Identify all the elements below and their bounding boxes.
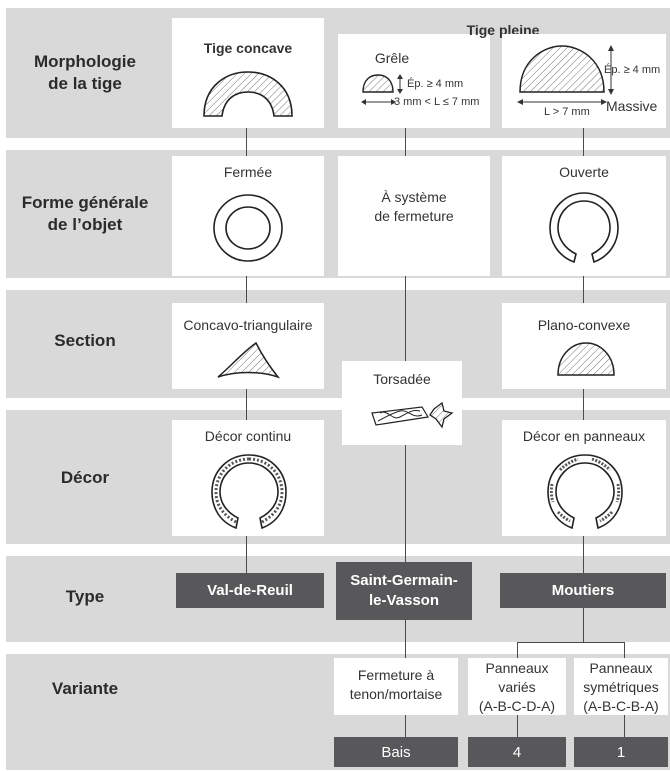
variant-fermeture: Fermeture à tenon/mortaise — [334, 658, 458, 715]
connector-left-3 — [246, 388, 247, 420]
row-label-morphologie: Morphologie de la tige — [34, 52, 136, 93]
box-torsadee: Torsadée — [342, 361, 462, 445]
box-decor-panneaux: Décor en panneaux — [502, 420, 666, 536]
connector-mid-2 — [405, 275, 406, 361]
grele-label: Grêle — [374, 50, 410, 66]
connector-left-2 — [246, 275, 247, 303]
connector-mid-3 — [405, 444, 406, 573]
open-ring-drawing — [549, 192, 619, 264]
box-fermee: Fermée — [172, 156, 324, 276]
concave-stem-drawing — [203, 71, 293, 117]
connector-mid-5 — [405, 715, 406, 737]
systeme-label: À système de fermeture — [374, 189, 454, 224]
variant-panneaux-symetriques: Panneaux symétriques (A-B-C-B-A) — [574, 658, 668, 715]
connector-left-4 — [246, 535, 247, 573]
variant-panneaux-varies: Panneaux variés (A-B-C-D-A) — [468, 658, 566, 715]
fermee-label: Fermée — [223, 164, 273, 180]
box-ouverte: Ouverte — [502, 156, 666, 276]
decor-panneaux-label: Décor en panneaux — [522, 428, 646, 444]
box-decor-continu: Décor continu — [172, 420, 324, 536]
connector-right-4 — [583, 535, 584, 573]
box-concavo: Concavo-triangulaire — [172, 303, 324, 389]
connector-variant-right — [624, 642, 625, 658]
box-tige-massive: Ép. ≥ 4 mm L > 7 mm Massive — [502, 34, 666, 128]
type-moutiers: Moutiers — [500, 573, 666, 608]
box-tige-concave: Tige concave — [172, 18, 324, 128]
connector-mid-4 — [405, 620, 406, 658]
panel-decor-drawing — [547, 454, 623, 530]
box-plano: Plano-convexe — [502, 303, 666, 389]
count-varies: 4 — [468, 737, 566, 767]
connector-right-3 — [583, 388, 584, 420]
box-systeme: À système de fermeture — [338, 156, 490, 276]
count-bais: Bais — [334, 737, 458, 767]
connector-variant-right-count — [624, 715, 625, 737]
variant-fermeture-label: Fermeture à tenon/mortaise — [349, 667, 443, 702]
massive-label: Massive — [606, 98, 658, 114]
connector-variant-split — [517, 642, 625, 643]
grele-width: 3 mm < L ≤ 7 mm — [394, 96, 480, 108]
concavo-label: Concavo-triangulaire — [183, 317, 313, 333]
grele-stem-drawing — [361, 74, 403, 105]
connector-variant-left — [517, 642, 518, 658]
massive-thickness: Ép. ≥ 4 mm — [604, 64, 661, 76]
row-label-type: Type — [65, 587, 105, 606]
type-saint-germain: Saint-Germain- le-Vasson — [336, 562, 472, 620]
row-label-section: Section — [54, 331, 116, 350]
closed-ring-drawing — [213, 194, 283, 262]
torsadee-label: Torsadée — [373, 371, 431, 387]
massive-width: L > 7 mm — [544, 106, 590, 118]
count-symetriques: 1 — [574, 737, 668, 767]
grele-thickness: Ép. ≥ 4 mm — [407, 78, 464, 90]
row-label-decor: Décor — [60, 468, 110, 487]
plano-section-drawing — [557, 342, 615, 376]
connector-variant-left-count — [517, 715, 518, 737]
row-label-variante: Variante — [51, 679, 119, 698]
connector-right-2 — [583, 275, 584, 303]
connector-mid-1 — [405, 127, 406, 156]
connector-right-1 — [583, 127, 584, 156]
variant-symetriques-label: Panneaux symétriques (A-B-C-B-A) — [583, 660, 659, 714]
row-label-forme: Forme générale de l’objet — [21, 193, 149, 234]
continuous-decor-drawing — [211, 454, 287, 530]
connector-left-1 — [246, 127, 247, 156]
massive-stem-drawing — [517, 45, 614, 105]
box-tige-grele: Grêle Ép. ≥ 4 mm 3 mm < L ≤ 7 mm — [338, 34, 490, 128]
ouverte-label: Ouverte — [559, 164, 609, 180]
plano-label: Plano-convexe — [537, 317, 631, 333]
decor-continu-label: Décor continu — [204, 428, 292, 444]
tige-concave-title: Tige concave — [203, 40, 293, 56]
type-val-de-reuil: Val-de-Reuil — [176, 573, 324, 608]
variant-varies-label: Panneaux variés (A-B-C-D-A) — [478, 660, 556, 714]
twisted-section-drawing — [371, 401, 454, 429]
connector-right-5 — [583, 608, 584, 642]
concavo-section-drawing — [217, 341, 281, 379]
